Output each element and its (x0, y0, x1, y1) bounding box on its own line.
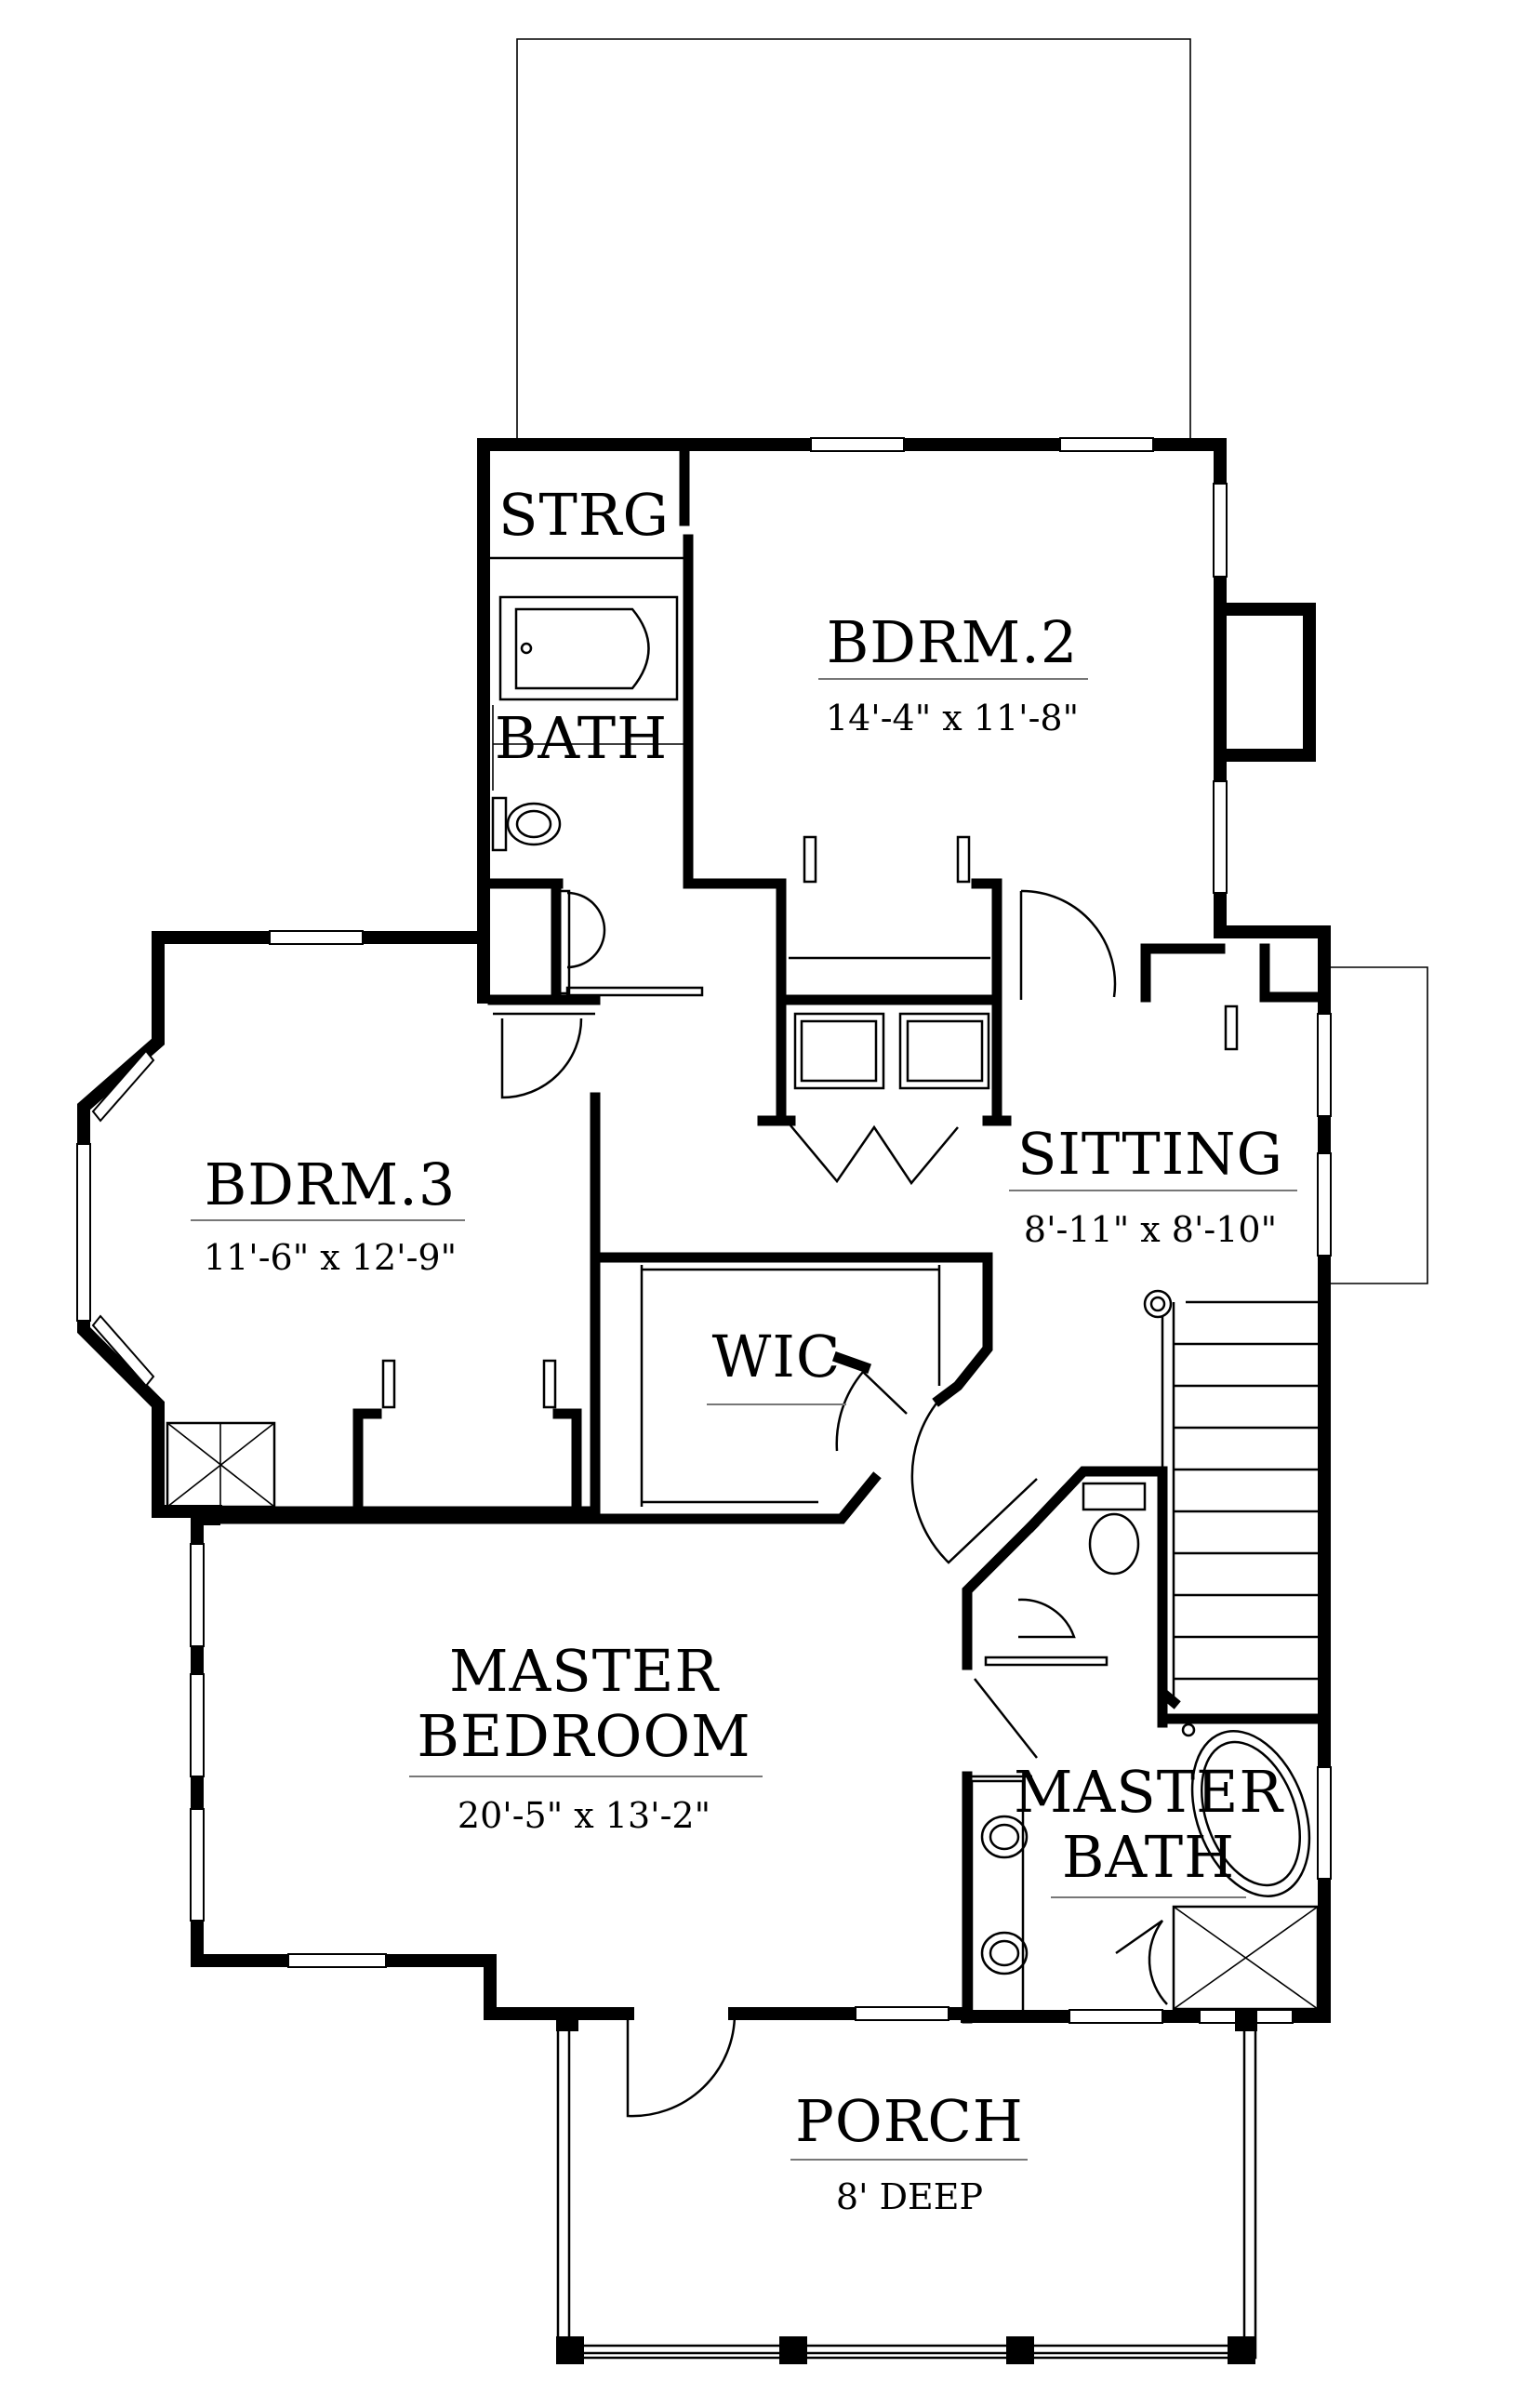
bdrm3-label: BDRM.3 (205, 1151, 457, 1218)
porch-dims: 8' DEEP (836, 2176, 983, 2217)
sitting-label: SITTING (1017, 1120, 1283, 1188)
windows (76, 437, 1332, 2024)
bath-fixtures (166, 595, 1320, 2015)
master-bedroom-label-line1: MASTER (449, 1637, 720, 1705)
room-labels: STRG BATH BDRM.2 14'-4" x 11'-8" BDRM.3 … (191, 481, 1297, 2217)
wic-label: WIC (712, 1323, 842, 1390)
bdrm2-dims: 14'-4" x 11'-8" (826, 698, 1079, 738)
sitting-dims: 8'-11" x 8'-10" (1024, 1209, 1277, 1250)
doors (381, 835, 1239, 2118)
master-bedroom-label-line2: BEDROOM (417, 1702, 750, 1770)
strg-label: STRG (498, 481, 670, 549)
bath-label: BATH (495, 704, 668, 772)
bdrm2-label: BDRM.2 (827, 608, 1079, 676)
porch-structure (556, 2009, 1257, 2364)
porch-label: PORCH (795, 2087, 1024, 2155)
master-bath-label-line1: MASTER (1014, 1758, 1284, 1826)
master-bedroom-dims: 20'-5" x 13'-2" (458, 1795, 710, 1836)
staircase (1143, 1289, 1324, 1702)
side-balcony-outline (1325, 966, 1428, 1284)
master-bath-label-line2: BATH (1062, 1823, 1235, 1891)
roof-outline (516, 38, 1191, 442)
bdrm3-dims: 11'-6" x 12'-9" (204, 1237, 457, 1278)
